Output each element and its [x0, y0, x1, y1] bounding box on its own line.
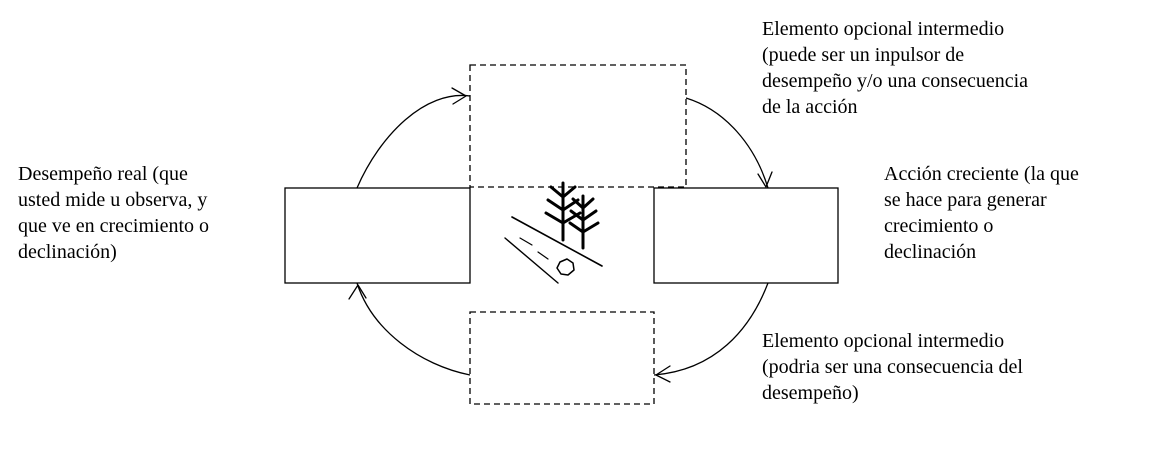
label-top-optional-element: Elemento opcional intermedio (puede ser …: [762, 16, 1028, 120]
box-left-actual-performance: [284, 187, 471, 284]
arrowhead-right-box: [757, 171, 773, 188]
box-bottom-optional-element: [469, 311, 655, 405]
label-actual-performance-line: que ve en crecimiento o: [18, 215, 210, 237]
label-top-optional-element-line: (puede ser un inpulsor de: [762, 44, 965, 66]
arrowhead-bottom-box: [655, 365, 671, 383]
label-bottom-optional-element-line: Elemento opcional intermedio: [762, 330, 1005, 352]
arc-right-to-bottom: [653, 282, 769, 376]
label-growth-action: Acción creciente (la que se hace para ge…: [884, 161, 1079, 265]
label-top-optional-element-line: desempeño y/o una consecuencia: [762, 70, 1029, 92]
label-bottom-optional-element-line: desempeño): [762, 382, 859, 404]
label-actual-performance-line: usted mide u observa, y: [18, 189, 208, 211]
trees-on-slope-with-rolling-boulder-icon: [504, 181, 603, 284]
arc-left-to-top: [356, 94, 471, 189]
label-bottom-optional-element: Elemento opcional intermedio (podria ser…: [762, 328, 1023, 406]
arc-top-to-right: [685, 97, 769, 189]
arrowhead-left-box: [348, 284, 367, 300]
label-growth-action-line: se hace para generar: [884, 189, 1047, 211]
label-actual-performance: Desempeño real (que usted mide u observa…: [18, 161, 209, 265]
label-growth-action-line: crecimiento o: [884, 215, 994, 237]
arrowhead-top-box: [451, 87, 467, 105]
arc-bottom-to-left: [356, 282, 471, 376]
box-top-optional-element: [469, 64, 687, 188]
label-bottom-optional-element-line: (podria ser una consecuencia del: [762, 356, 1023, 378]
label-top-optional-element-line: de la acción: [762, 96, 858, 118]
label-actual-performance-line: Desempeño real (que: [18, 163, 188, 185]
box-right-growth-action: [653, 187, 839, 284]
label-actual-performance-line: declinación): [18, 241, 117, 263]
label-growth-action-line: declinación: [884, 241, 977, 263]
label-growth-action-line: Acción creciente (la que: [884, 163, 1079, 185]
label-top-optional-element-line: Elemento opcional intermedio: [762, 18, 1005, 40]
